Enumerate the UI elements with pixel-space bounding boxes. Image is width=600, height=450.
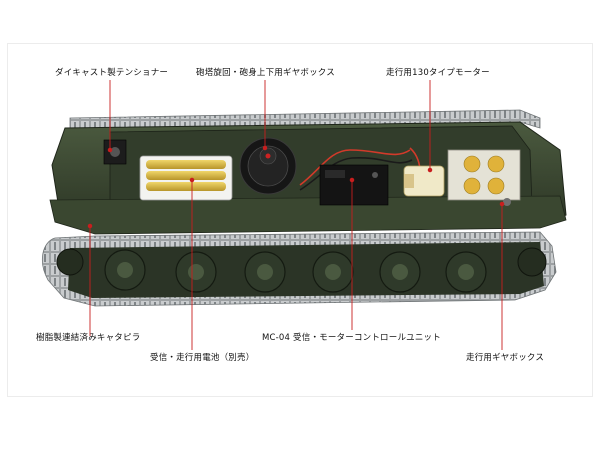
control-unit-part xyxy=(319,164,389,206)
road-wheels xyxy=(56,247,547,293)
drive-gearbox-part xyxy=(447,149,521,206)
label-track: 樹脂製連結済みキャタピラ xyxy=(36,333,141,343)
battery-pack xyxy=(139,155,233,201)
label-turret-gearbox: 砲塔旋回・砲身上下用ギヤボックス xyxy=(196,68,335,78)
label-tensioner: ダイキャスト製テンショナー xyxy=(55,68,169,78)
label-drive-gearbox: 走行用ギヤボックス xyxy=(466,353,545,363)
label-control-unit: MC-04 受信・モーターコントロールユニット xyxy=(262,333,441,343)
turret-gearbox-part xyxy=(239,137,297,195)
tensioner-part xyxy=(103,139,127,165)
label-battery: 受信・走行用電池（別売） xyxy=(150,353,255,363)
leader-lines xyxy=(87,80,505,350)
motor-part xyxy=(403,165,445,197)
label-motor: 走行用130タイプモーター xyxy=(386,68,490,78)
